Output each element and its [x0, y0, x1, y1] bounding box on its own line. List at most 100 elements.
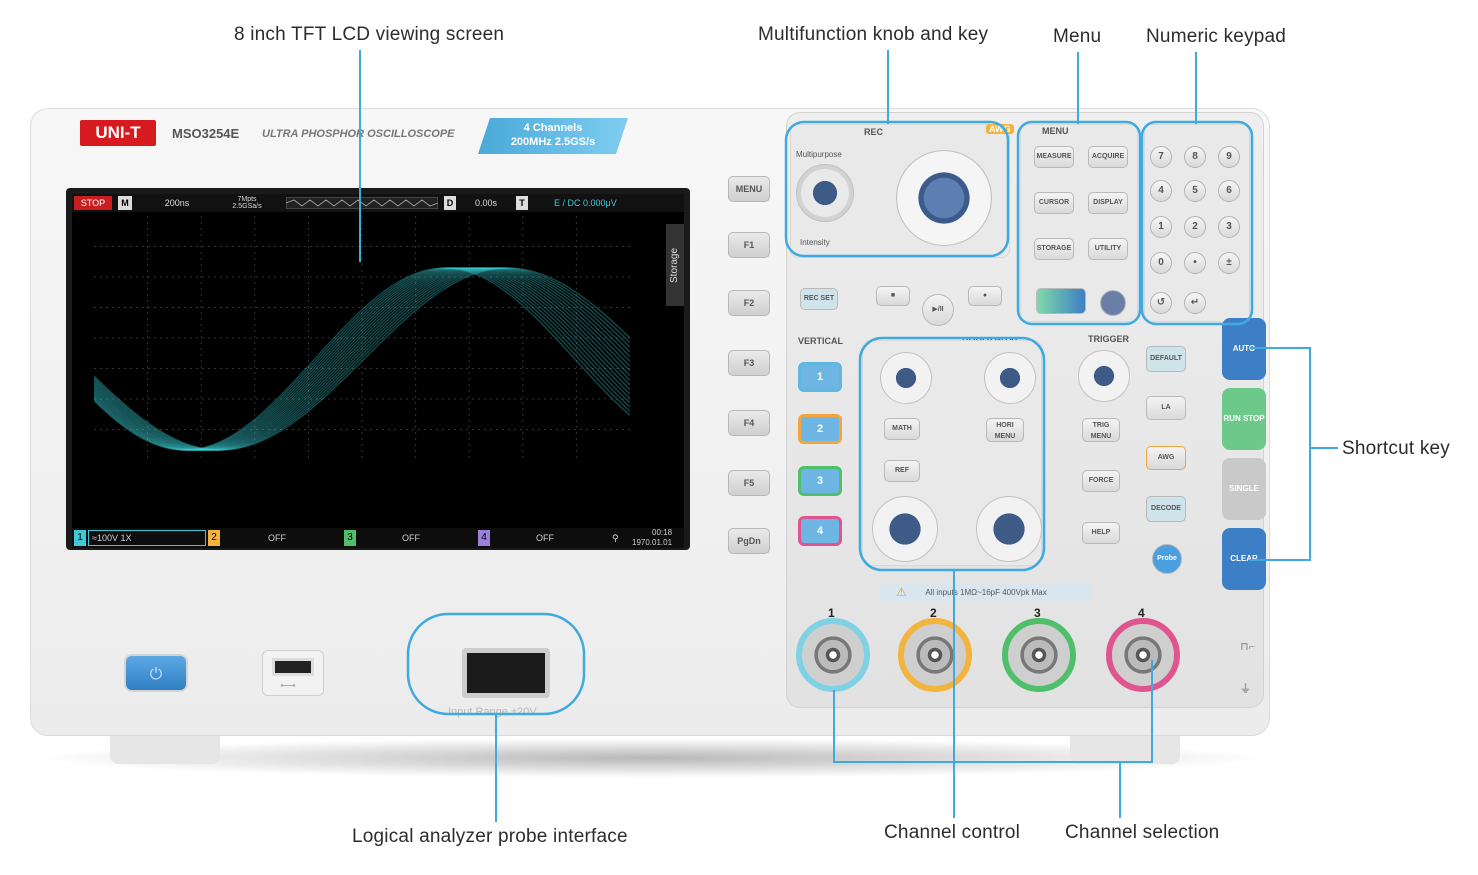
rec-label: REC — [864, 127, 884, 137]
multipurpose-knob[interactable] — [796, 164, 854, 222]
waveform-line — [94, 267, 630, 451]
logic-analyzer-port[interactable] — [462, 648, 550, 698]
horizontal-position-knob[interactable] — [984, 352, 1036, 404]
spec-badge: 4 Channels 200MHz 2.5GS/s — [478, 118, 628, 154]
trigger-label: TRIGGER — [1088, 334, 1130, 344]
math-button[interactable]: MATH — [884, 418, 920, 440]
utility-button[interactable]: UTILITY — [1088, 238, 1128, 260]
f3-button[interactable]: F3 — [728, 350, 770, 376]
awg-label: AWG — [986, 124, 1014, 134]
highlight-numeric — [1140, 120, 1254, 326]
trigger-menu-button[interactable]: TRIG MENU — [1082, 418, 1120, 442]
waveform-line — [94, 267, 630, 451]
numeric-key[interactable]: ↺ — [1150, 292, 1172, 314]
timebase: 200ns — [164, 198, 190, 208]
numeric-key[interactable]: 0 — [1150, 252, 1172, 274]
probe-button[interactable]: Probe — [1152, 544, 1182, 574]
vertical-label: VERTICAL — [798, 336, 843, 346]
waveform-line — [94, 267, 630, 451]
page-down-button[interactable]: PgDn — [728, 528, 770, 554]
help-button[interactable]: HELP — [1082, 522, 1120, 544]
clock-date: 1970.01.01 — [632, 538, 673, 547]
measure-button[interactable]: MEASURE — [1034, 146, 1074, 168]
brand-stripe-decoration — [1036, 288, 1086, 314]
numeric-key[interactable]: 3 — [1218, 216, 1240, 238]
highlight-multifunction — [784, 120, 1010, 258]
usb-indicator-icon: ⚲ — [612, 533, 619, 543]
brand-logo: UNI-T — [80, 120, 156, 146]
numeric-key[interactable]: 9 — [1218, 146, 1240, 168]
channel-3-button[interactable]: 3 — [798, 466, 842, 496]
channel-1-button[interactable]: 1 — [798, 362, 842, 392]
f5-button[interactable]: F5 — [728, 470, 770, 496]
horizontal-menu-button[interactable]: HORI MENU — [986, 418, 1024, 442]
channel-2-button[interactable]: 2 — [798, 414, 842, 444]
product-title: ULTRA PHOSPHOR OSCILLOSCOPE — [262, 128, 455, 140]
default-button[interactable]: DEFAULT — [1146, 346, 1186, 372]
warning-icon: ⚠ — [896, 585, 907, 599]
cursor-button[interactable]: CURSOR — [1034, 192, 1074, 214]
bnc-connector-1[interactable] — [796, 618, 870, 692]
bnc-connector-2[interactable] — [898, 618, 972, 692]
trigger-tag: T — [516, 196, 528, 210]
horizontal-scale-knob[interactable] — [976, 496, 1042, 562]
bnc-connector-3[interactable] — [1002, 618, 1076, 692]
vertical-scale-knob[interactable] — [872, 496, 938, 562]
numeric-key[interactable]: 1 — [1150, 216, 1172, 238]
vertical-position-knob[interactable] — [880, 352, 932, 404]
play-pause-button[interactable]: ▶/II — [922, 294, 954, 326]
multifunction-knob[interactable] — [896, 150, 992, 246]
decode-button[interactable]: DECODE — [1146, 496, 1186, 522]
numeric-key[interactable]: 2 — [1184, 216, 1206, 238]
waveform-line — [94, 267, 630, 451]
waveform-line — [94, 267, 630, 451]
force-button[interactable]: FORCE — [1082, 470, 1120, 492]
channel-4-button[interactable]: 4 — [798, 516, 842, 546]
power-button[interactable]: ⏻ — [124, 654, 188, 692]
ref-button[interactable]: REF — [884, 460, 920, 482]
f2-button[interactable]: F2 — [728, 290, 770, 316]
lcd-screen: STOP M 200ns 7Mpts 2.5GSa/s D 0.00s T E … — [72, 194, 684, 548]
round-function-button[interactable] — [1100, 290, 1126, 316]
numeric-key[interactable]: 8 — [1184, 146, 1206, 168]
rec-record-button[interactable]: ● — [968, 286, 1002, 306]
storage-button[interactable]: STORAGE — [1034, 238, 1074, 260]
rec-set-button[interactable]: REC SET — [800, 288, 838, 310]
callout-channel-selection: Channel selection — [1065, 822, 1220, 843]
waveform-line — [94, 267, 630, 451]
rec-stop-button[interactable]: ■ — [876, 286, 910, 306]
numeric-key[interactable]: 6 — [1218, 180, 1240, 202]
numeric-key[interactable]: • — [1184, 252, 1206, 274]
channel-2-value: OFF — [268, 533, 286, 543]
display-button[interactable]: DISPLAY — [1088, 192, 1128, 214]
f4-button[interactable]: F4 — [728, 410, 770, 436]
numeric-key[interactable]: 7 — [1150, 146, 1172, 168]
ground-terminal-icon: ⏚ — [1240, 683, 1251, 695]
usb-icon: ⭠⭢ — [280, 680, 296, 691]
highlight-logic-port — [406, 612, 586, 716]
channel-status-bar: 1 ≈100V 1X 2 OFF 3 OFF 4 OFF ⚲ 00:18 197… — [72, 528, 684, 548]
numeric-key[interactable]: 5 — [1184, 180, 1206, 202]
la-button[interactable]: LA — [1146, 396, 1186, 420]
trigger-level-knob[interactable] — [1078, 350, 1130, 402]
waveform-line — [94, 267, 630, 451]
bnc-label-4: 4 — [1138, 606, 1145, 620]
f1-button[interactable]: F1 — [728, 232, 770, 258]
waveform-line — [94, 267, 630, 451]
acquire-button[interactable]: ACQUIRE — [1088, 146, 1128, 168]
shortcut-single-button[interactable]: SINGLE — [1222, 458, 1266, 520]
numeric-key[interactable]: ± — [1218, 252, 1240, 274]
bnc-connector-4[interactable] — [1106, 618, 1180, 692]
channel-1-tag: 1 — [74, 530, 86, 546]
menu-button[interactable]: MENU — [728, 176, 770, 202]
memory-depth: 7Mpts — [237, 196, 257, 203]
highlight-channel-control — [858, 336, 1046, 572]
waveform-line — [94, 267, 630, 451]
numeric-key[interactable]: 4 — [1150, 180, 1172, 202]
waveform-line — [94, 267, 630, 451]
awg-button[interactable]: AWG — [1146, 446, 1186, 470]
shortcut-run-stop-button[interactable]: RUN STOP — [1222, 388, 1266, 450]
numeric-key[interactable]: ↵ — [1184, 292, 1206, 314]
waveform-grid — [94, 216, 630, 460]
